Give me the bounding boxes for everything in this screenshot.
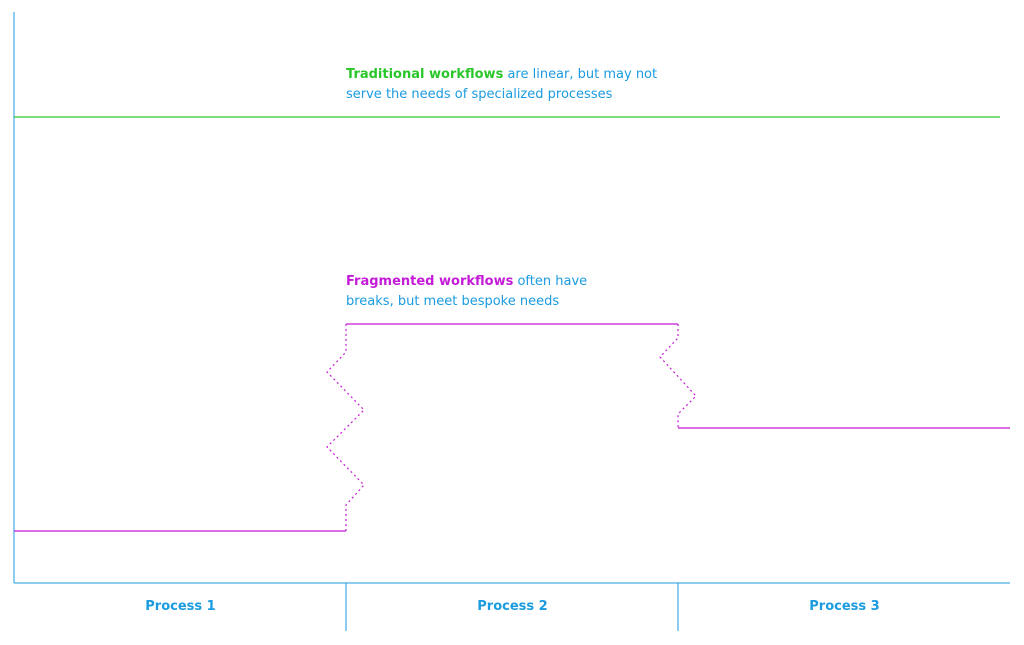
fragmented-caption-line2: breaks, but meet bespoke needs (346, 294, 560, 309)
traditional-caption-line2: serve the needs of specialized processes (346, 87, 613, 102)
fragmented-break-2 (659, 324, 697, 428)
traditional-caption-rest: are linear, but may not (503, 67, 658, 82)
process-label-1: Process 1 (145, 599, 216, 614)
fragmented-break-1 (326, 324, 365, 531)
traditional-caption-lead: Traditional workflows (346, 67, 504, 82)
fragmented-caption-rest: often have (513, 274, 588, 289)
traditional-workflow-caption: Traditional workflows are linear, but ma… (346, 65, 686, 105)
fragmented-caption-lead: Fragmented workflows (346, 274, 514, 289)
fragmented-workflow-caption: Fragmented workflows often have breaks, b… (346, 272, 646, 312)
process-label-3: Process 3 (809, 599, 880, 614)
process-label-2: Process 2 (477, 599, 548, 614)
